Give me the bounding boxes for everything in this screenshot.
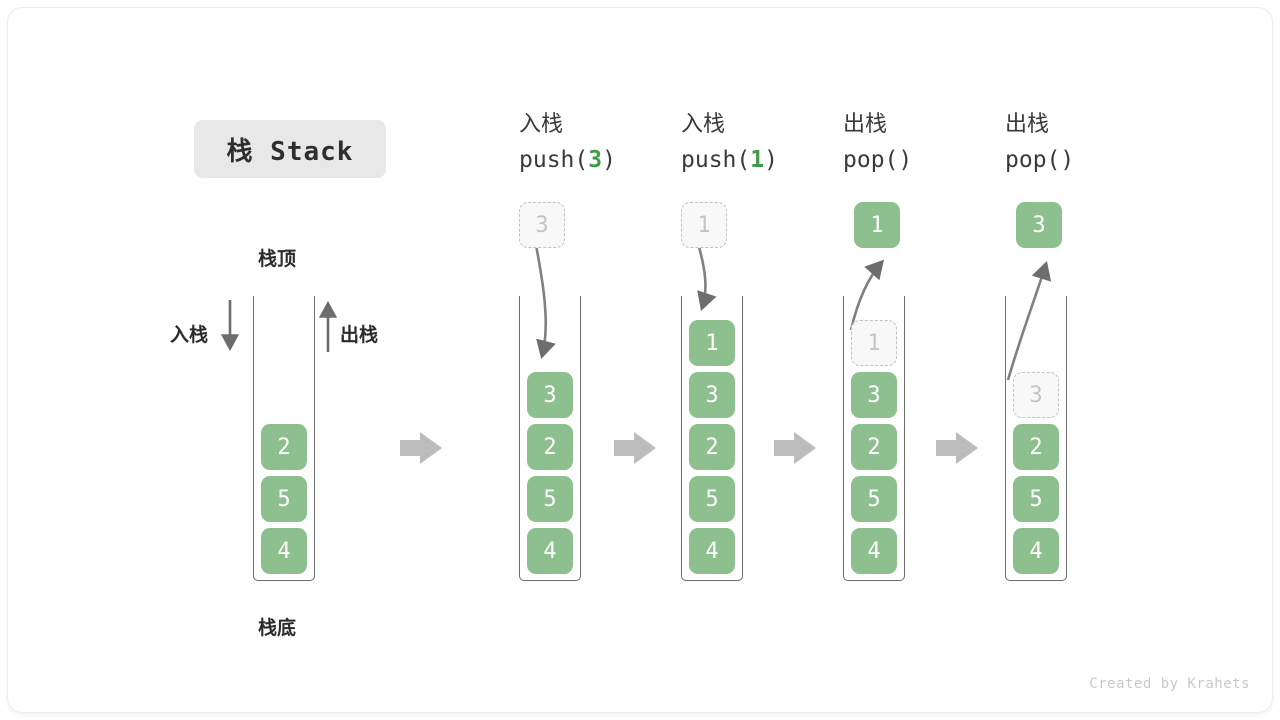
stack-container-push-1: 1 3 2 5 4 <box>681 296 743 581</box>
code-fn: push( <box>681 147 751 173</box>
footer-credit: Created by Krahets <box>1089 676 1250 692</box>
push-side-label: 入栈 <box>170 324 209 346</box>
flow-arrow-1 <box>400 432 442 464</box>
popped-cell: 3 <box>1016 202 1062 248</box>
pop-3-motion-arrow <box>1006 261 1052 381</box>
flow-arrow-3 <box>774 432 816 464</box>
stack-cell: 2 <box>1013 424 1059 470</box>
column-header-push-1: 入栈 push(1) <box>681 112 851 174</box>
stack-container-push-3: 3 2 5 4 <box>519 296 581 581</box>
stack-cell: 2 <box>261 424 307 470</box>
stack-cell: 2 <box>527 424 573 470</box>
stack-cell-ghost: 3 <box>1013 372 1059 418</box>
stack-cell: 4 <box>689 528 735 574</box>
code-tail: ) <box>1060 147 1075 173</box>
column-header-code: pop() <box>843 146 1013 174</box>
stack-cell: 4 <box>527 528 573 574</box>
column-header-push-3: 入栈 push(3) <box>519 112 689 174</box>
title-text: 栈 Stack <box>226 136 354 167</box>
stack-cell: 5 <box>261 476 307 522</box>
stack-cell: 4 <box>261 528 307 574</box>
pop-side-label: 出栈 <box>340 324 379 346</box>
stack-cell: 4 <box>1013 528 1059 574</box>
column-header-pop-1: 出栈 pop() <box>843 112 1013 174</box>
push-3-motion-arrow <box>533 239 556 360</box>
stack-container-pop-1: 1 3 2 5 4 <box>843 296 905 581</box>
push-1-motion-arrow <box>695 239 717 311</box>
floating-ghost-cell: 1 <box>681 202 727 248</box>
code-fn: pop( <box>1005 147 1061 173</box>
code-fn: pop( <box>843 147 899 173</box>
stack-cell: 3 <box>689 372 735 418</box>
stack-container-initial: 2 5 4 <box>253 296 315 581</box>
floating-ghost-cell: 3 <box>519 202 565 248</box>
stack-bottom-label: 栈底 <box>258 617 297 639</box>
diagram-card: 栈 Stack <box>8 8 1272 712</box>
stack-cell: 5 <box>527 476 573 522</box>
column-header-code: push(3) <box>519 146 689 174</box>
column-header-code: pop() <box>1005 146 1175 174</box>
flow-arrow-4 <box>936 432 978 464</box>
stack-cell: 5 <box>1013 476 1059 522</box>
column-header-cn: 入栈 <box>519 112 564 137</box>
column-header-cn: 出栈 <box>1005 112 1050 137</box>
code-arg: 1 <box>750 147 765 173</box>
page-title: 栈 Stack <box>194 120 386 178</box>
column-header-cn: 出栈 <box>843 112 888 137</box>
stack-cell: 1 <box>689 320 735 366</box>
stack-cell: 2 <box>689 424 735 470</box>
stack-cell: 3 <box>527 372 573 418</box>
stack-cell: 4 <box>851 528 897 574</box>
stack-cell: 5 <box>851 476 897 522</box>
column-header-code: push(1) <box>681 146 851 174</box>
code-arg: 3 <box>588 147 603 173</box>
code-tail: ) <box>764 147 778 173</box>
code-tail: ) <box>602 147 616 173</box>
column-header-pop-3: 出栈 pop() <box>1005 112 1175 174</box>
arrows-overlay <box>220 239 1052 464</box>
stack-cell: 2 <box>851 424 897 470</box>
stack-top-label: 栈顶 <box>258 248 297 270</box>
flow-arrow-2 <box>614 432 656 464</box>
stack-cell: 5 <box>689 476 735 522</box>
stack-cell: 3 <box>851 372 897 418</box>
stack-container-pop-3: 3 2 5 4 <box>1005 296 1067 581</box>
stack-cell-ghost: 1 <box>851 320 897 366</box>
code-fn: push( <box>519 147 589 173</box>
code-tail: ) <box>898 147 913 173</box>
column-header-cn: 入栈 <box>681 112 726 137</box>
popped-cell: 1 <box>854 202 900 248</box>
